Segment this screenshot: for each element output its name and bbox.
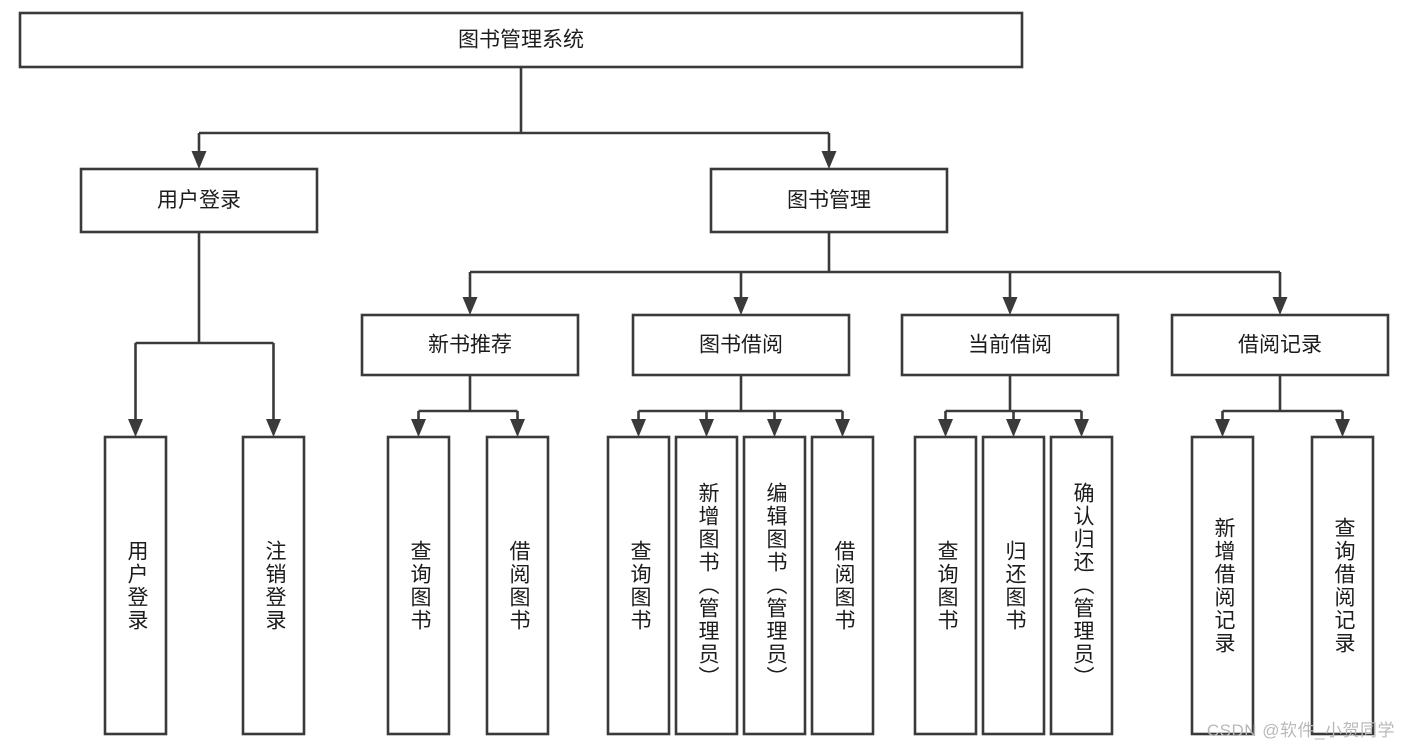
leaf-box-注销登录[interactable]	[241, 435, 306, 736]
leaf-box-借阅图书[interactable]	[485, 435, 550, 736]
arrow-head-icon-借阅图书	[835, 419, 850, 437]
leaf-box-查询图书[interactable]	[913, 435, 978, 736]
leaf-box-查询借阅记录[interactable]	[1310, 435, 1375, 736]
arrow-head-icon-查询图书	[411, 419, 426, 437]
arrow-head-icon-新书推荐	[462, 297, 478, 315]
level3-box-当前借阅[interactable]	[900, 313, 1120, 377]
watermark-text: CSDN @软件_小贺同学	[1206, 721, 1395, 740]
leaf-box-查询图书[interactable]	[606, 435, 671, 736]
arrow-head-icon-编辑图书管理员	[767, 419, 782, 437]
level3-box-借阅记录[interactable]	[1170, 313, 1390, 377]
leaf-box-新增图书管理员[interactable]	[674, 435, 739, 736]
leaf-box-确认归还管理员[interactable]	[1049, 435, 1114, 736]
arrow-head-icon-查询图书	[631, 419, 646, 437]
level3-box-图书借阅[interactable]	[631, 313, 851, 377]
level2-label-用户登录: 用户登录	[157, 189, 241, 212]
arrow-head-icon-用户登录	[191, 151, 207, 169]
level3-label-当前借阅: 当前借阅	[968, 334, 1052, 357]
leaf-box-查询图书[interactable]	[386, 435, 451, 736]
leaf-box-归还图书[interactable]	[981, 435, 1046, 736]
level2-box-用户登录[interactable]	[79, 167, 319, 234]
arrow-head-icon-确认归还管理员	[1074, 419, 1089, 437]
arrow-head-icon-借阅记录	[1272, 297, 1288, 315]
level2-box-图书管理[interactable]	[709, 167, 949, 234]
arrow-head-icon-注销登录	[266, 419, 281, 437]
level3-label-图书借阅: 图书借阅	[699, 334, 783, 357]
arrow-head-icon-用户登录	[128, 419, 143, 437]
level3-box-新书推荐[interactable]	[360, 313, 580, 377]
level3-label-借阅记录: 借阅记录	[1238, 334, 1322, 357]
root-label-图书管理系统: 图书管理系统	[458, 29, 584, 52]
leaf-box-用户登录[interactable]	[103, 435, 168, 736]
arrow-head-icon-图书借阅	[733, 297, 749, 315]
arrow-head-icon-借阅图书	[510, 419, 525, 437]
root-box-图书管理系统[interactable]	[18, 11, 1024, 69]
leaf-box-借阅图书[interactable]	[810, 435, 875, 736]
level3-label-新书推荐: 新书推荐	[428, 334, 512, 357]
box-layer	[18, 11, 1390, 736]
leaf-box-新增借阅记录[interactable]	[1190, 435, 1255, 736]
arrow-head-icon-当前借阅	[1002, 297, 1018, 315]
arrow-head-icon-查询借阅记录	[1335, 419, 1350, 437]
level2-label-图书管理: 图书管理	[787, 189, 871, 212]
arrow-head-icon-新增图书管理员	[699, 419, 714, 437]
arrow-head-icon-新增借阅记录	[1215, 419, 1230, 437]
arrow-head-icon-归还图书	[1006, 419, 1021, 437]
connector-layer	[128, 67, 1350, 437]
leaf-box-编辑图书管理员[interactable]	[742, 435, 807, 736]
arrow-head-icon-图书管理	[821, 151, 837, 169]
arrow-head-icon-查询图书	[938, 419, 953, 437]
